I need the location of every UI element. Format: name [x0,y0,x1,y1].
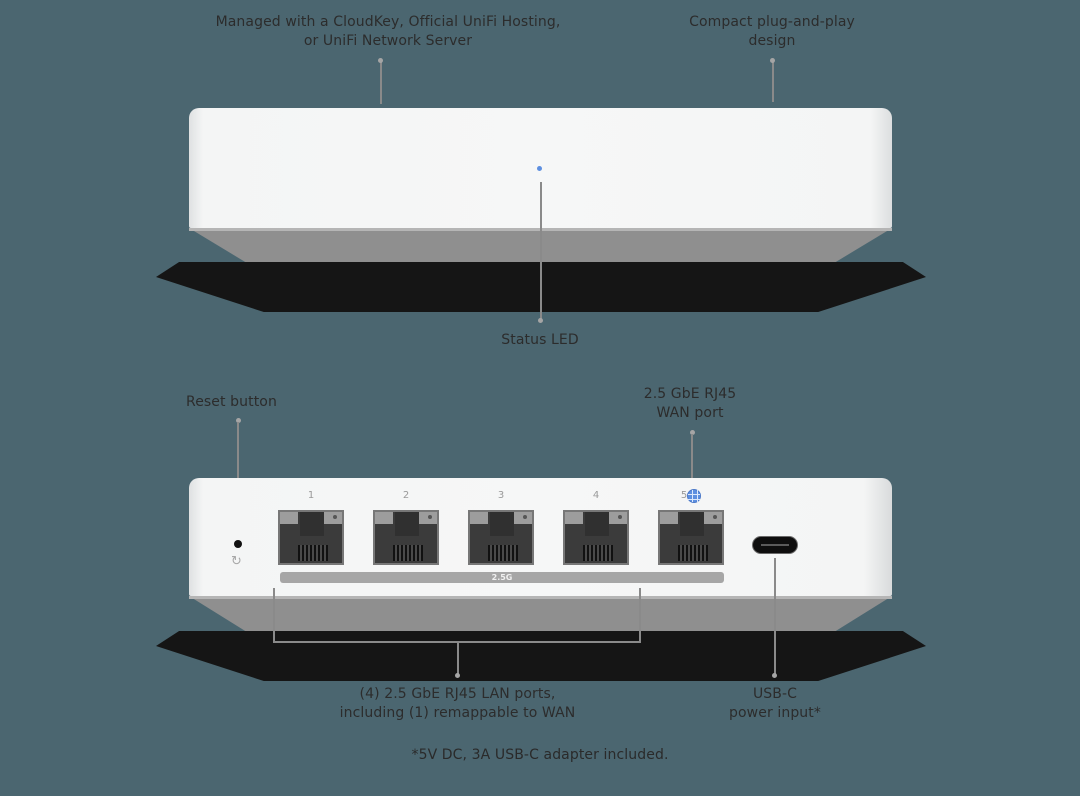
design-annotation: Compact plug-and-play design [672,13,872,51]
port-latch [585,512,609,536]
design-annotation-line1: Compact plug-and-play [689,14,855,30]
usbc-annotation-line2: power input* [729,705,821,721]
management-leader-line [380,62,382,104]
port-shoulder [280,512,298,524]
port-led [333,515,337,519]
port-pins [488,545,518,561]
wan-leader-line [691,434,693,486]
management-annotation-line2: or UniFi Network Server [303,33,473,49]
management-leader-dot [378,58,383,63]
lan-annotation-line2: including (1) remappable to WAN [339,705,576,721]
port-number-2: 2 [402,490,410,501]
port-number-1: 1 [307,490,315,501]
reset-annotation: Reset button [186,394,277,410]
rj45-port-1[interactable] [278,510,344,565]
port-number-5: 5 [680,490,688,501]
status-led [537,166,542,171]
status-led-leader-dot [538,318,543,323]
port-shoulder [375,512,393,524]
design-leader-dot [770,58,775,63]
port-shoulder [470,512,488,524]
usbc-leader-dot [772,673,777,678]
port-latch [395,512,419,536]
lan-annotation-line1: (4) 2.5 GbE RJ45 LAN ports, [359,686,556,702]
usbc-annotation: USB-C power input* [700,685,850,723]
speed-label-bar: 2.5G [280,572,724,583]
port-number-4: 4 [592,490,600,501]
globe-icon [687,489,701,503]
port-pins [393,545,423,561]
lan-leader-dot [455,673,460,678]
footnote: *5V DC, 3A USB-C adapter included. [411,747,669,763]
status-led-leader-line [540,182,542,320]
management-annotation: Managed with a CloudKey, Official UniFi … [190,13,586,51]
usbc-annotation-line1: USB-C [752,686,798,702]
management-annotation-line1: Managed with a CloudKey, Official UniFi … [215,14,561,30]
wan-leader-dot [690,430,695,435]
port-led [713,515,717,519]
lan-ports-bracket [273,588,641,643]
reset-button[interactable] [234,540,242,548]
usb-c-port[interactable] [752,536,798,554]
port-pins [583,545,613,561]
usbc-leader-line [774,558,776,674]
device-rear-base-edge [189,596,892,599]
port-latch [300,512,324,536]
port-pins [678,545,708,561]
rj45-port-5-wan[interactable] [658,510,724,565]
design-annotation-line2: design [748,33,796,49]
port-latch [680,512,704,536]
port-number-3: 3 [497,490,505,501]
port-led [428,515,432,519]
wan-annotation: 2.5 GbE RJ45 WAN port [620,385,760,423]
rj45-port-3[interactable] [468,510,534,565]
reset-leader-dot [236,418,241,423]
wan-annotation-line2: WAN port [656,405,724,421]
status-led-annotation: Status LED [501,332,579,348]
rj45-port-4[interactable] [563,510,629,565]
port-pins [298,545,328,561]
lan-annotation: (4) 2.5 GbE RJ45 LAN ports, including (1… [310,685,605,723]
port-led [523,515,527,519]
port-led [618,515,622,519]
device-rear-shadow [156,631,926,681]
port-shoulder [565,512,583,524]
refresh-icon: ↻ [231,554,242,569]
wan-annotation-line1: 2.5 GbE RJ45 [643,386,737,402]
lan-leader-line [457,643,459,675]
design-leader-line [772,62,774,102]
port-shoulder [660,512,678,524]
port-latch [490,512,514,536]
rj45-port-2[interactable] [373,510,439,565]
